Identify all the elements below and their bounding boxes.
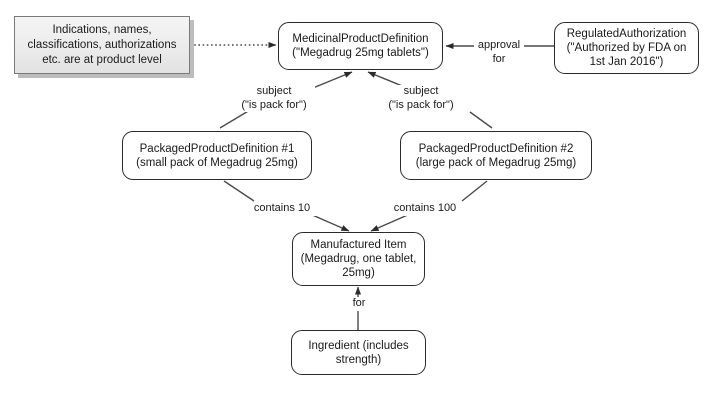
edge-pack1-to-item-upper (223, 180, 255, 202)
edge-pack2-to-item-upper (461, 180, 488, 202)
node-ingredient[interactable]: Ingredient (includes strength) (291, 330, 426, 375)
edge-pack2-to-product-lower (469, 111, 493, 129)
node-regulated-authorization[interactable]: RegulatedAuthorization ("Authorized by F… (554, 22, 699, 74)
node-packaged-product-definition-2[interactable]: PackagedProductDefinition #2 (large pack… (400, 131, 592, 180)
edge-label-for: for (344, 297, 374, 311)
edge-label-contains-100: contains 100 (388, 202, 462, 216)
node-medicinal-product-definition[interactable]: MedicinalProductDefinition ("Megadrug 25… (278, 22, 443, 70)
edge-pack2-to-item-lower (370, 213, 411, 232)
node-packaged-product-definition-1[interactable]: PackagedProductDefinition #1 (small pack… (122, 131, 312, 180)
edge-label-contains-10: contains 10 (248, 202, 316, 216)
edge-label-subject-pack1: subject ("is pack for") (233, 85, 315, 112)
edge-label-subject-pack2: subject ("is pack for") (380, 85, 462, 112)
note-product-level: Indications, names, classifications, aut… (14, 16, 190, 74)
node-manufactured-item[interactable]: Manufactured Item (Megadrug, one tablet,… (292, 232, 425, 286)
edge-label-approval-for: approval for (474, 39, 524, 66)
edge-pack1-to-item-lower (309, 213, 350, 232)
edge-pack1-to-product-lower (219, 109, 251, 129)
